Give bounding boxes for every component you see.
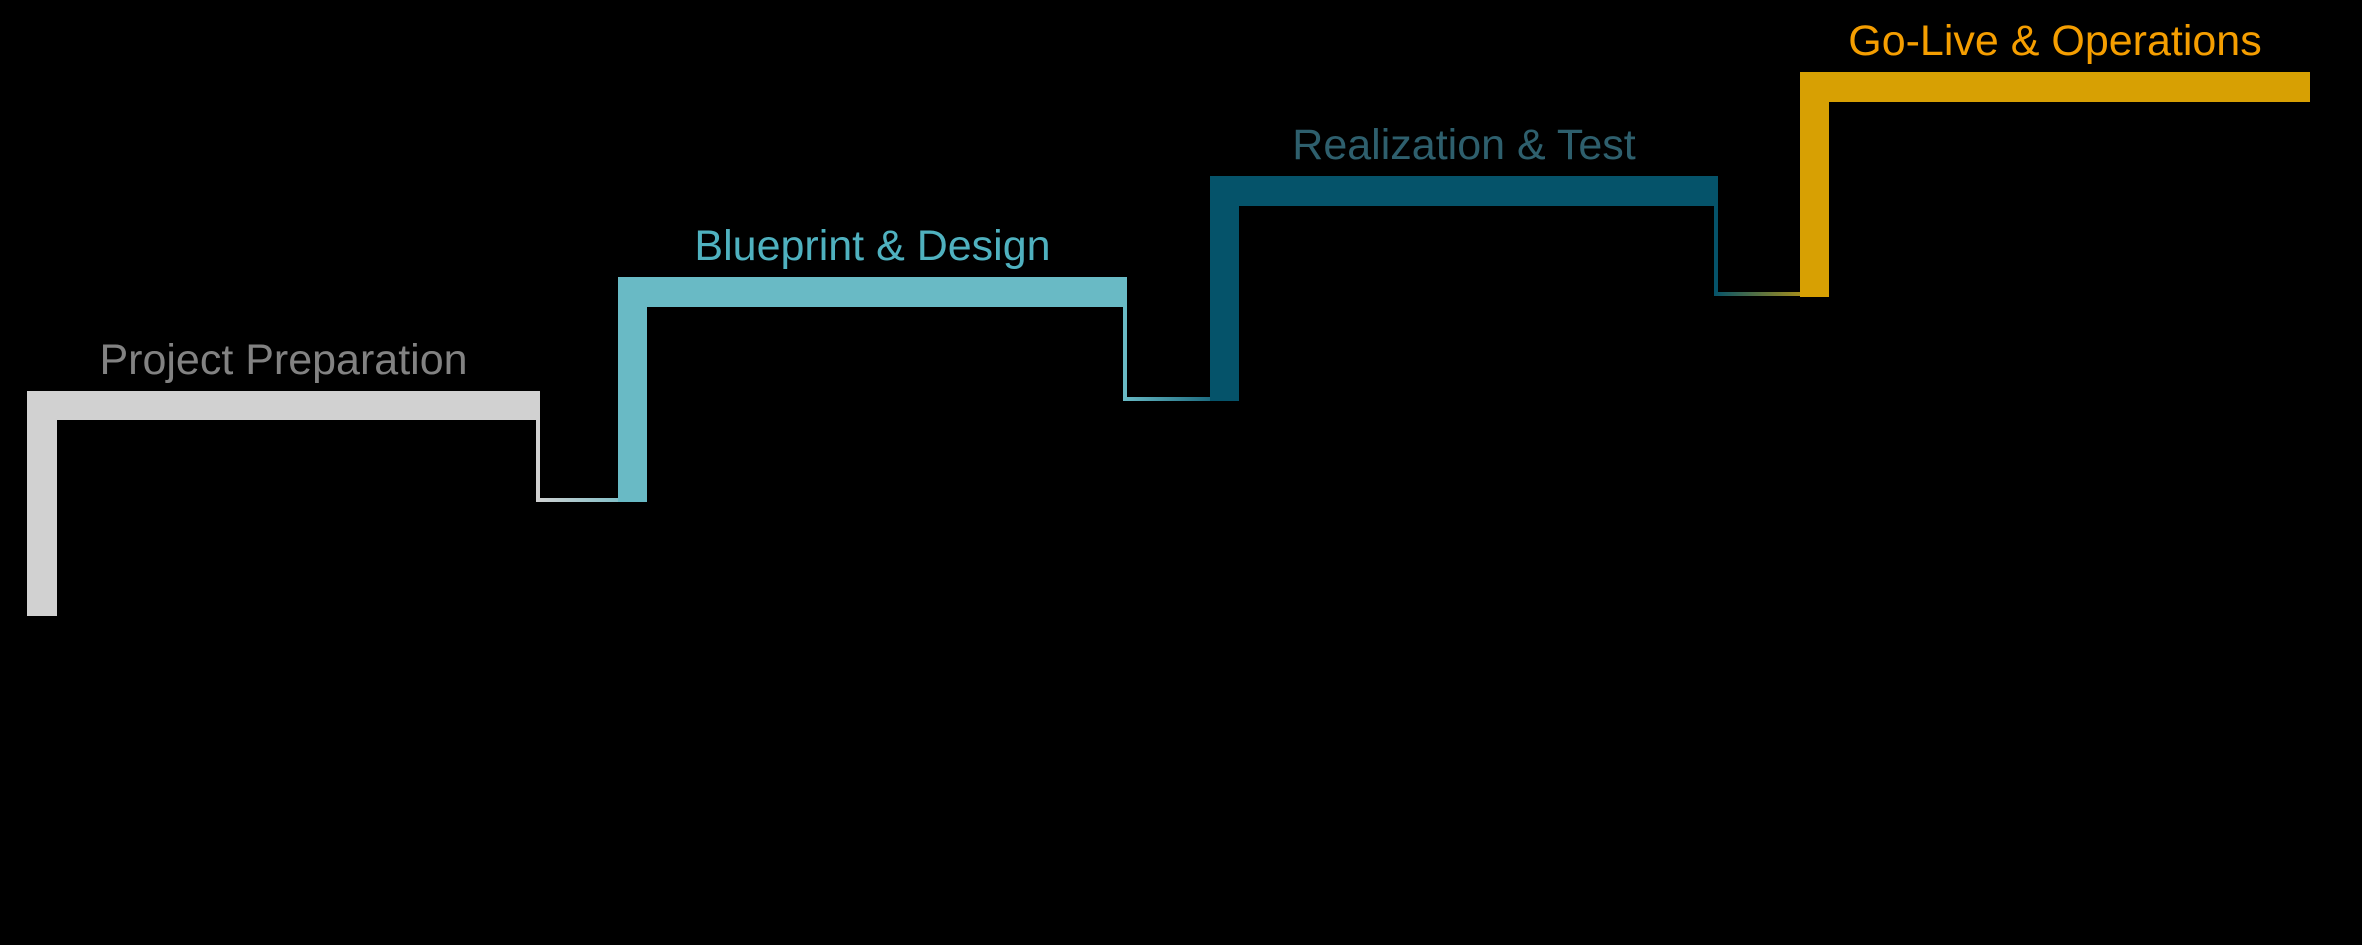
phase-tread [27, 391, 540, 420]
phase-riser [618, 277, 647, 502]
phase-label-go-live-operations: Go-Live & Operations [1848, 17, 2262, 65]
phase-riser [1210, 176, 1239, 401]
phase-connector-drop [1714, 206, 1718, 296]
phase-connector-drop [536, 420, 540, 502]
phase-connector-drop [1123, 307, 1127, 401]
phase-tread [1800, 72, 2310, 102]
phase-tread [1210, 176, 1718, 206]
phase-riser [27, 391, 57, 616]
phase-tread [618, 277, 1127, 307]
phase-connector-foot [1714, 292, 1829, 296]
phase-label-realization-test: Realization & Test [1292, 121, 1636, 169]
phase-connector-foot [1123, 397, 1239, 401]
phase-label-project-preparation: Project Preparation [99, 336, 468, 384]
phase-riser [1800, 72, 1829, 297]
phase-connector-foot [536, 498, 647, 502]
phase-label-blueprint-design: Blueprint & Design [694, 222, 1051, 270]
